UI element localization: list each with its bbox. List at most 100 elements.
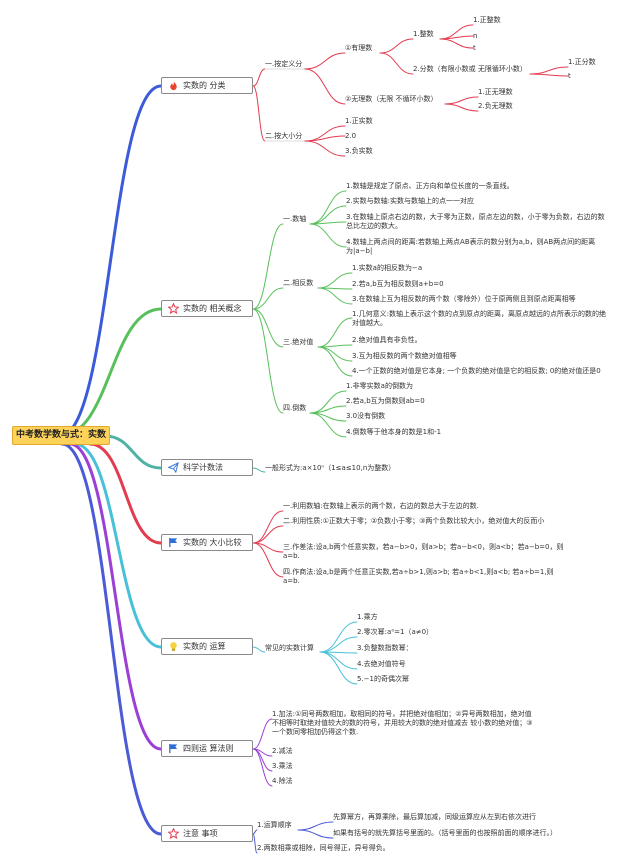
connector	[252, 646, 266, 653]
connector	[317, 346, 353, 362]
leaf-item[interactable]: t	[473, 44, 476, 52]
branch-label: 注意 事项	[183, 829, 218, 838]
leaf-item[interactable]: 1.正分数	[568, 58, 596, 66]
connector	[529, 66, 569, 75]
connector	[252, 833, 258, 854]
connector	[252, 542, 284, 578]
root-topic[interactable]: 中考数学数与式：实数	[12, 426, 110, 445]
leaf-item[interactable]: 3.在数轴上互为相反数的两个数（零除外）位于原两侧且到原点距离相等	[352, 295, 576, 303]
branch-classify[interactable]: 实数的 分类	[161, 77, 253, 94]
connector	[317, 287, 353, 305]
irrational-number[interactable]: ②无理数（无限 不循环小数）	[345, 95, 438, 103]
star-icon	[167, 302, 180, 315]
leaf-item[interactable]: 二.利用性质:①正数大于零；②负数小于零；③两个负数比较大小，绝对值大的反而小	[283, 517, 545, 525]
leaf-item[interactable]: 4.数轴上两点间的距离:若数轴上两点AB表示的数分别为a,b，则AB两点间的距离…	[346, 238, 596, 255]
leaf-item[interactable]: 3.0没有倒数	[346, 412, 386, 420]
leaf-item[interactable]: 3.在数轴上原点右边的数，大于零为正数，原点左边的数，小于零为负数，右边的数总比…	[346, 213, 605, 230]
leaf-item[interactable]: 如果有括号的就先算括号里面的。（括号里面的也按照前面的顺序进行。）	[333, 829, 557, 837]
lightbulb-icon	[168, 641, 179, 652]
leaf-item[interactable]: 先算幂方，再算乘除，最后算加减，同级运算应从左到右依次进行	[333, 813, 536, 821]
connector	[529, 73, 569, 77]
leaf-item[interactable]: 一.利用数轴:在数轴上表示的两个数，右边的数总大于左边的数.	[283, 502, 479, 510]
number-axis[interactable]: 一.数轴	[283, 215, 307, 223]
leaf-item[interactable]: 2.绝对值具有非负性。	[352, 336, 422, 344]
leaf-item[interactable]: 1.乘方	[357, 613, 378, 621]
leaf-item[interactable]: 1.正实数	[345, 117, 373, 125]
leaf-item[interactable]: 5.−1的奇偶次幂	[357, 675, 409, 683]
leaf-item[interactable]: t	[568, 72, 571, 80]
branch-label: 实数的 运算	[183, 642, 226, 651]
leaf-item[interactable]: 3.乘法	[272, 762, 293, 770]
connector	[297, 829, 334, 839]
leaf-item[interactable]: 1.正整数	[473, 16, 501, 24]
absolute-value[interactable]: 三.绝对值	[283, 338, 314, 346]
leaf-item[interactable]: 1.数轴是规定了原点、正方向和单位长度的一条直线。	[346, 182, 514, 190]
connector	[379, 38, 414, 54]
leaf-item[interactable]: 4.一个正数的绝对值是它本身; 一个负数的绝对值是它的相反数; 0的绝对值还是0	[352, 367, 601, 375]
leaf-item[interactable]: 4.去绝对值符号	[357, 660, 406, 668]
branch-label: 实数的 分类	[183, 81, 226, 90]
connector	[439, 35, 474, 40]
integer-node[interactable]: 1.整数	[413, 30, 434, 38]
branch-scientific[interactable]: 科学计数法	[161, 459, 253, 476]
flag-icon	[168, 537, 179, 548]
leaf-item[interactable]: 3.互为相反数的两个数绝对值相等	[352, 352, 457, 360]
by-size[interactable]: 二.按大小分	[265, 132, 303, 140]
leaf-item[interactable]: 3.负实数	[345, 147, 373, 155]
connector	[297, 821, 334, 831]
rational-number[interactable]: ①有理数	[345, 44, 373, 52]
connector	[319, 621, 358, 653]
branch-compare[interactable]: 实数的 大小比较	[161, 534, 253, 551]
connector	[317, 317, 353, 348]
leaf-item[interactable]: 1.实数a的相反数为−a	[352, 264, 423, 272]
leaf-item[interactable]: 四.作商法:设a,b是两个任意正实数,若a÷b>1,则a>b; 若a÷b<1,则…	[283, 568, 554, 585]
connector	[252, 718, 273, 750]
leaf-item[interactable]: 4.倒数等于他本身的数是1和-1	[346, 428, 442, 436]
leaf-item[interactable]: 1.加法:①同号两数相加，取相同的符号，并把绝对值相加；②异号两数相加，绝对值不…	[272, 710, 533, 736]
connector	[309, 190, 347, 225]
leaf-item[interactable]: 1.几何意义:数轴上表示这个数的点到原点的距离，离原点越远的点所表示的数的绝对值…	[352, 310, 607, 327]
branch-label: 科学计数法	[183, 463, 223, 472]
leaf-item[interactable]: 2.若a,b互为倒数则ab=0	[346, 397, 425, 405]
branch-concepts[interactable]: 实数的 相关概念	[161, 300, 253, 317]
leaf-item[interactable]: 2.负无理数	[478, 102, 513, 110]
branch-rules[interactable]: 四则运 算法则	[161, 740, 253, 757]
connector	[252, 829, 258, 835]
leaf-item[interactable]: n	[473, 32, 478, 40]
connector	[309, 205, 347, 225]
connector	[317, 272, 353, 289]
leaf-item[interactable]: 2.减法	[272, 747, 293, 755]
operation-order[interactable]: 1.运算顺序	[257, 821, 292, 829]
branch-connector	[103, 434, 163, 470]
leaf-item[interactable]: 1.正无理数	[478, 88, 513, 96]
flag-icon	[168, 743, 179, 754]
sign-rule[interactable]: 2.两数相乘或相除，同号得正，异号得负。	[257, 844, 390, 852]
common-calculations[interactable]: 常见的实数计算	[265, 644, 314, 652]
by-definition[interactable]: 一.按定义分	[265, 60, 303, 68]
connector	[319, 651, 358, 685]
branch-label: 实数的 大小比较	[183, 538, 242, 547]
opposite-number[interactable]: 二.相反数	[283, 279, 314, 287]
leaf-item[interactable]: 2.零次幂:a⁰=1（a≠0）	[357, 628, 434, 636]
connector	[252, 287, 284, 310]
connector	[304, 68, 346, 105]
connector	[319, 651, 358, 670]
leaf-item[interactable]: 4.除法	[272, 777, 293, 785]
branch-notes[interactable]: 注意 事项	[161, 825, 253, 842]
paper-plane-icon	[167, 461, 179, 474]
connector	[317, 346, 353, 377]
leaf-item[interactable]: 2.实数与数轴:实数与数轴上的点一一对应	[346, 197, 475, 205]
leaf-item[interactable]: 3.负整数指数幂：	[357, 644, 413, 652]
fire-icon	[168, 80, 179, 91]
leaf-item[interactable]: 2.0	[345, 132, 357, 140]
scientific-notation-form[interactable]: 一般形式为:a×10ⁿ（1≤a≤10,n为整数）	[265, 464, 396, 472]
reciprocal[interactable]: 四.倒数	[283, 404, 307, 412]
branch-operations[interactable]: 实数的 运算	[161, 638, 253, 655]
branch-connector	[88, 442, 163, 545]
leaf-item[interactable]: 2.若a,b互为相反数则a+b=0	[352, 280, 444, 288]
leaf-item[interactable]: 三.作差法:设a,b两个任意实数，若a−b>0，则a>b；若a−b<0，则a<b…	[283, 543, 564, 560]
leaf-item[interactable]: 1.非零实数a的倒数为	[346, 382, 413, 390]
branch-connector	[60, 442, 163, 836]
connector	[252, 467, 266, 473]
fraction-node[interactable]: 2.分数（有限小数或 无限循环小数）	[413, 65, 527, 73]
